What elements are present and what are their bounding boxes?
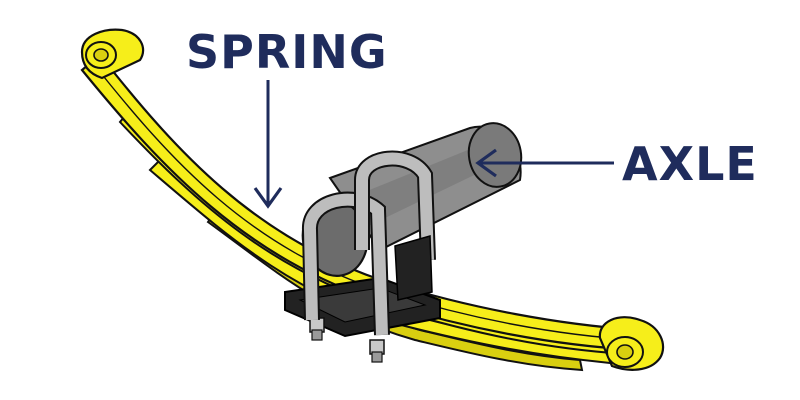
nut-right	[369, 339, 385, 363]
spring-label: SPRING	[186, 25, 388, 79]
spring-eye-left	[80, 28, 145, 80]
nut-left	[309, 317, 325, 341]
axle-arrow	[475, 148, 614, 178]
axle-callout: AXLE	[475, 137, 758, 191]
axle-label: AXLE	[622, 137, 758, 191]
spacer-block	[394, 235, 433, 301]
spring-arrow	[253, 80, 283, 209]
u-bolt-front	[302, 191, 390, 336]
spring-callout: SPRING	[186, 25, 388, 209]
spring-eye-right	[598, 316, 665, 371]
u-bolt-back	[354, 150, 436, 261]
